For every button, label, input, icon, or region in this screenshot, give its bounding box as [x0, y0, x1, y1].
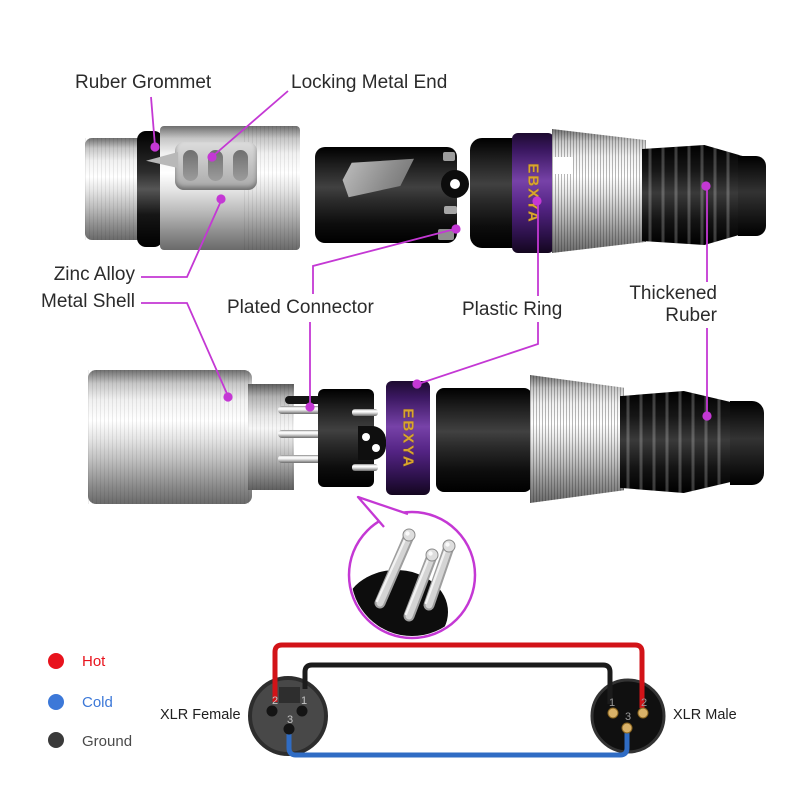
female-shell-front	[85, 138, 143, 240]
male-pin-1	[607, 707, 619, 719]
xlr-female-label: XLR Female	[160, 707, 241, 723]
rubber-grommet-ring	[137, 131, 163, 247]
label-plated-connector: Plated Connector	[227, 297, 374, 318]
bubble-pointer	[356, 495, 409, 528]
cold-legend-label: Cold	[82, 694, 113, 711]
solder-tab	[443, 152, 455, 161]
label-zinc-alloy: Zinc Alloy	[53, 264, 135, 285]
female-latch-notch	[279, 687, 300, 703]
contact-pin	[278, 455, 334, 463]
wire-cold	[286, 731, 630, 758]
female-pin-1	[296, 705, 308, 717]
female-pin-2	[266, 705, 278, 717]
leader-dots	[150, 142, 712, 421]
male-pin-2	[637, 707, 649, 719]
cable-clamp-tab	[358, 426, 386, 460]
solder-cup	[352, 409, 378, 416]
male-rear-barrel	[436, 388, 532, 492]
thickened-rubber-boot-front	[642, 145, 746, 245]
contact-pin	[278, 430, 334, 438]
thickened-rubber-boot-rear	[620, 391, 736, 493]
cold-legend-dot	[48, 694, 64, 710]
male-pin-1-number: 1	[609, 697, 615, 709]
xlr-male-label: XLR Male	[673, 707, 737, 723]
knurled-cone-rear	[530, 375, 624, 503]
ground-legend-label: Ground	[82, 733, 133, 750]
female-pin-2-number: 2	[272, 695, 278, 707]
ground-lug-ring	[441, 170, 469, 198]
male-pin-2-number: 2	[641, 697, 647, 709]
keyway-notch	[553, 157, 573, 174]
hot-legend-dot	[48, 653, 64, 669]
contact-pin	[278, 406, 334, 414]
leader-ruber-grommet	[150, 96, 156, 147]
clamp-hole	[362, 433, 370, 441]
leader-lines	[141, 90, 708, 415]
male-pin-3	[621, 722, 633, 734]
solder-cup	[352, 464, 378, 471]
hot-legend-label: Hot	[82, 653, 106, 670]
male-pin-3-number: 3	[625, 711, 631, 723]
contact-pin	[285, 396, 340, 404]
solder-tab	[444, 206, 457, 214]
label-locking-metal-end: Locking Metal End	[291, 72, 448, 93]
wire-hot	[272, 642, 645, 708]
leader-plastic-ring-bottom	[417, 322, 539, 385]
plastic-ring-front: EBXYA	[512, 133, 554, 253]
leader-plated-connector-top	[312, 228, 456, 294]
pin-magnifier-bubble	[347, 495, 477, 640]
male-shell-body	[88, 370, 252, 504]
leader-zinc-alloy-bottom	[141, 302, 229, 397]
solder-tab	[438, 229, 454, 240]
leader-locking-metal-end	[212, 90, 289, 157]
leader-zinc-alloy-top	[141, 200, 222, 278]
plastic-ring-rear: EBXYA	[386, 381, 430, 495]
wire-ground	[302, 662, 613, 704]
label-plastic-ring: Plastic Ring	[462, 299, 563, 320]
clamp-hole	[372, 444, 380, 452]
label-thickened-ruber: Ruber	[665, 305, 717, 326]
boot-cap-front	[738, 156, 766, 236]
female-pin-3	[283, 723, 295, 735]
lock-slot	[233, 150, 248, 181]
label-metal-shell: Metal Shell	[41, 291, 135, 312]
ground-legend-dot	[48, 732, 64, 748]
plated-connector-insert	[315, 147, 457, 243]
label-ruber-grommet: Ruber Grommet	[75, 72, 212, 93]
wiring-diagram: 2 1 3 1 2 3	[248, 642, 666, 758]
boot-cap-rear	[730, 401, 764, 485]
lock-slot	[183, 150, 198, 181]
knurled-cone-front	[552, 129, 646, 253]
female-pin-3-number: 3	[287, 714, 293, 726]
female-pin-1-number: 1	[301, 695, 307, 707]
label-thickened: Thickened	[629, 283, 717, 304]
